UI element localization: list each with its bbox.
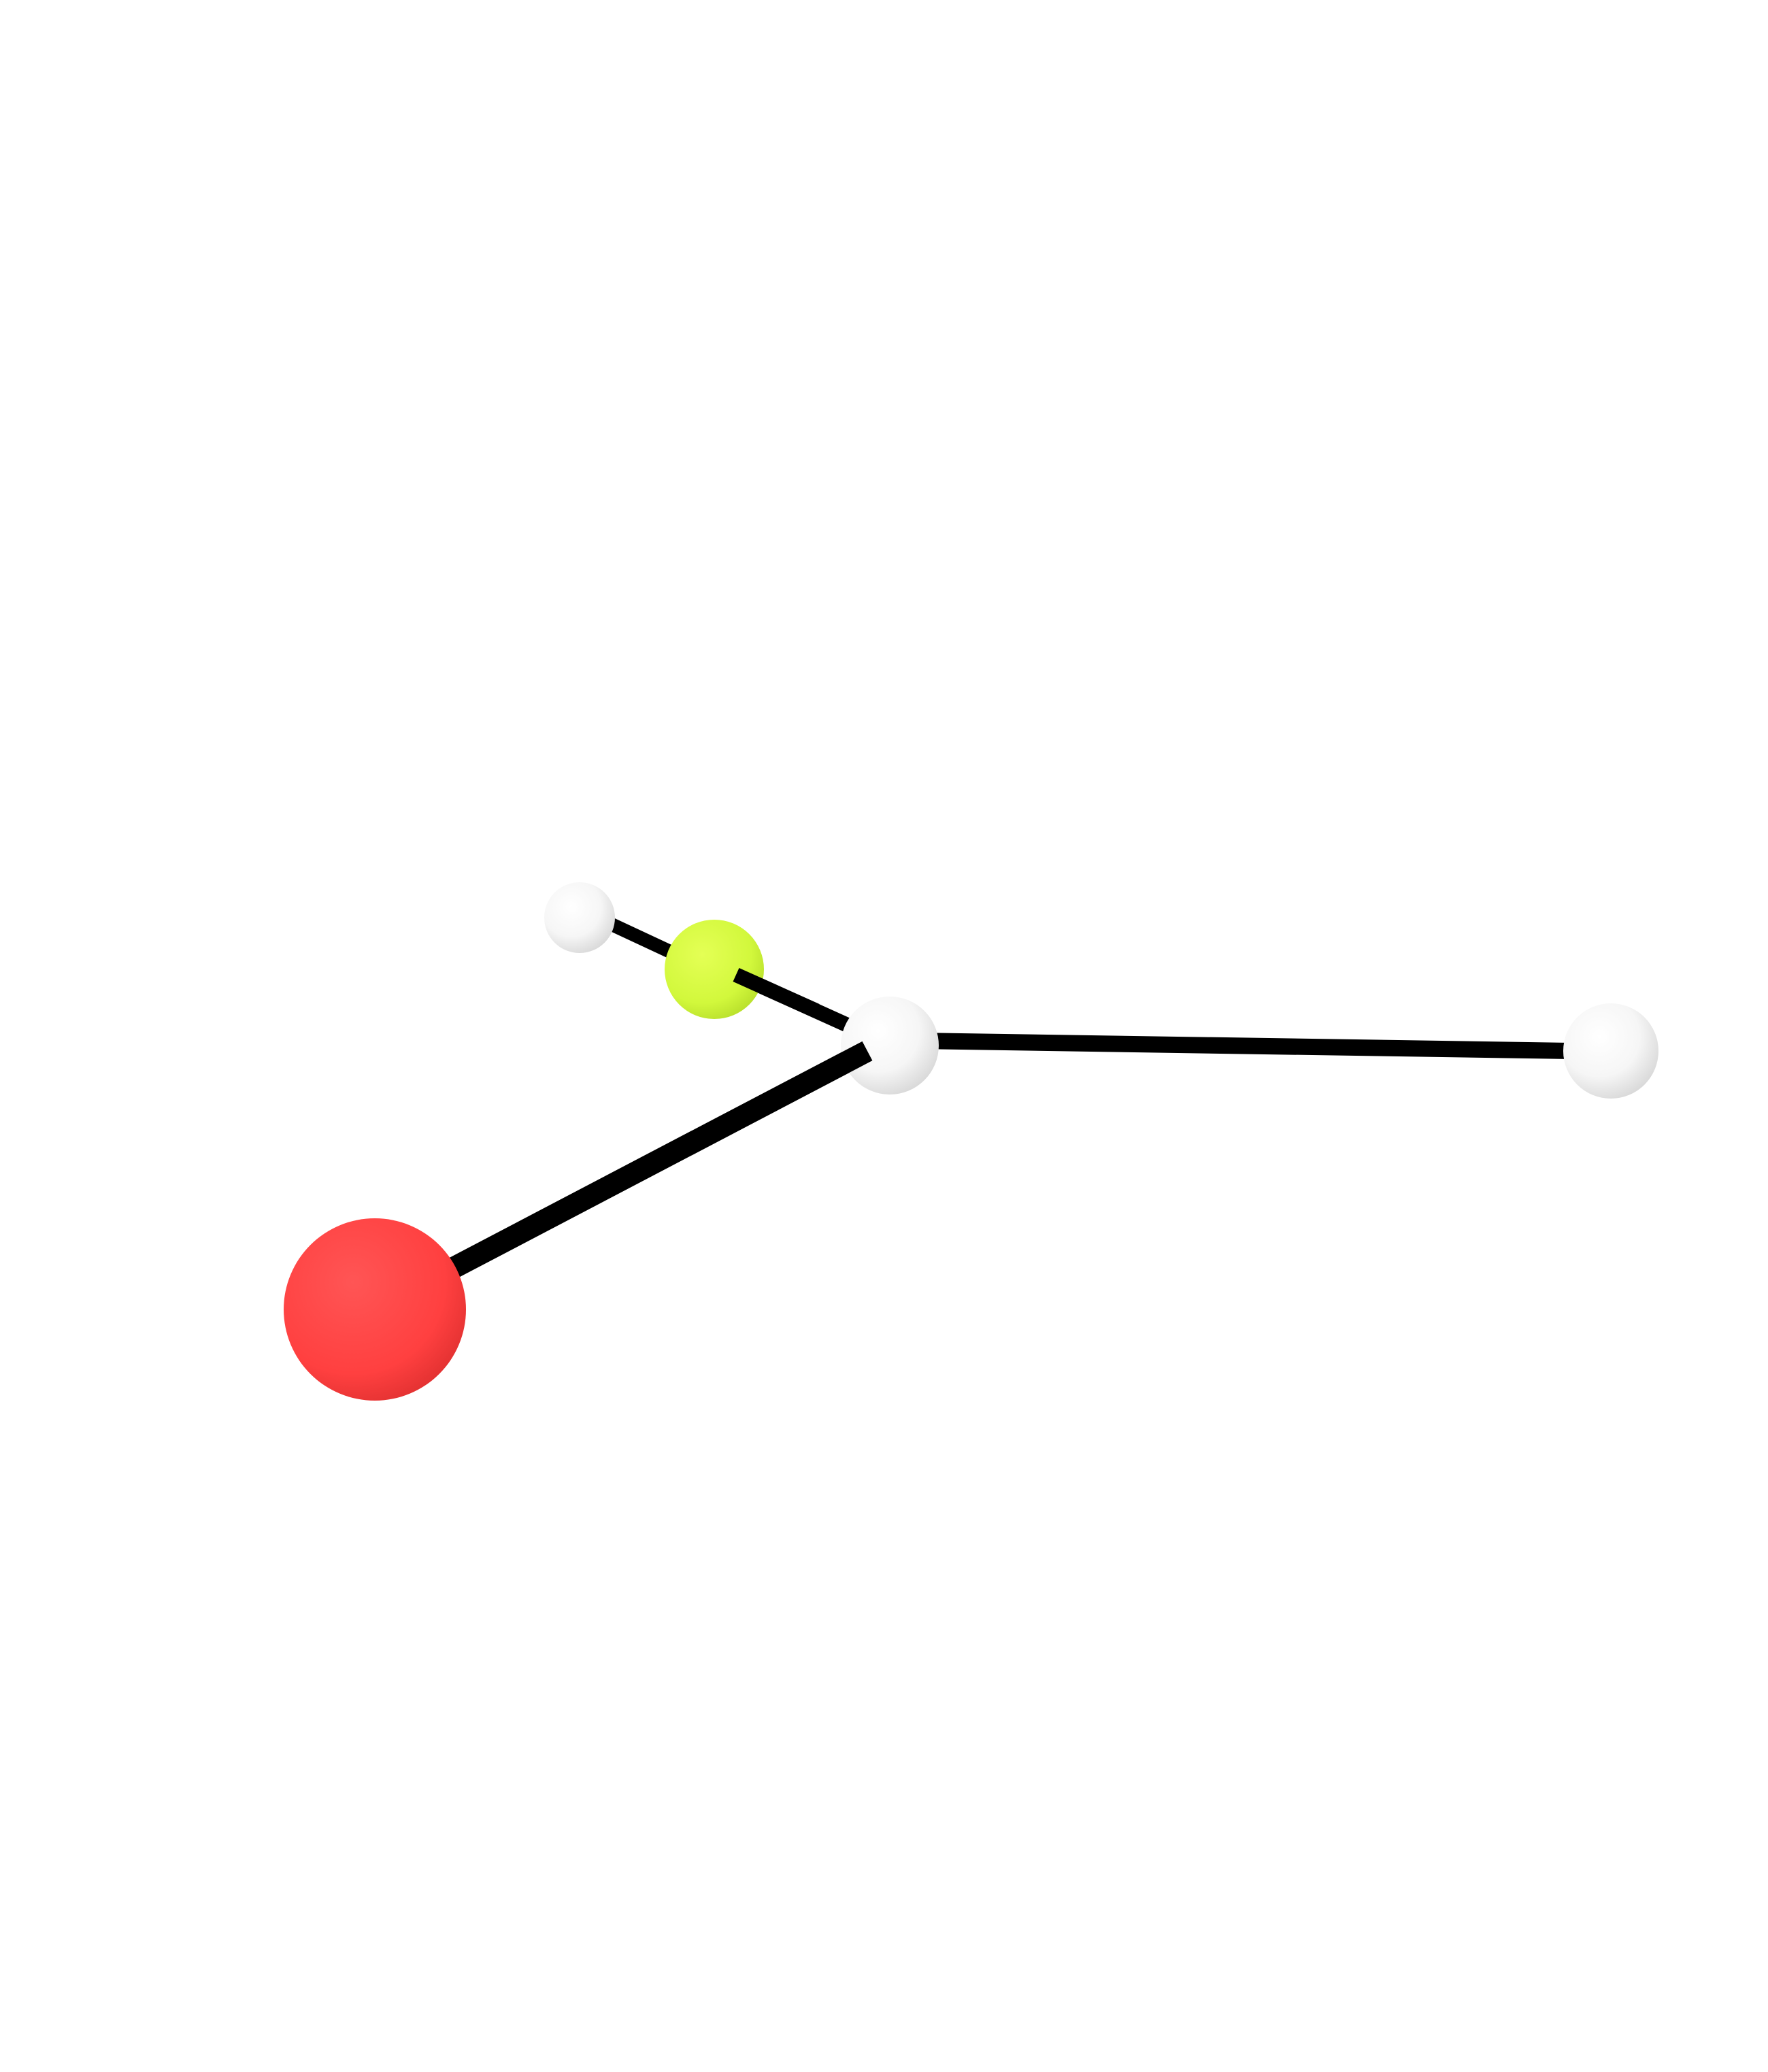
green-atom[interactable] <box>665 920 764 1019</box>
atoms-layer <box>284 882 1658 1401</box>
center-atom[interactable] <box>841 997 939 1095</box>
bond-green-to-center-front <box>733 967 820 1018</box>
hydrogen-atom-top-left[interactable] <box>544 882 615 953</box>
hydrogen-atom-right[interactable] <box>1563 1003 1658 1099</box>
bond-center-to-right-h <box>918 1033 1572 1059</box>
bond-center-to-red-front <box>440 1041 873 1282</box>
red-atom[interactable] <box>284 1218 466 1401</box>
bonds-layer <box>440 912 1572 1282</box>
